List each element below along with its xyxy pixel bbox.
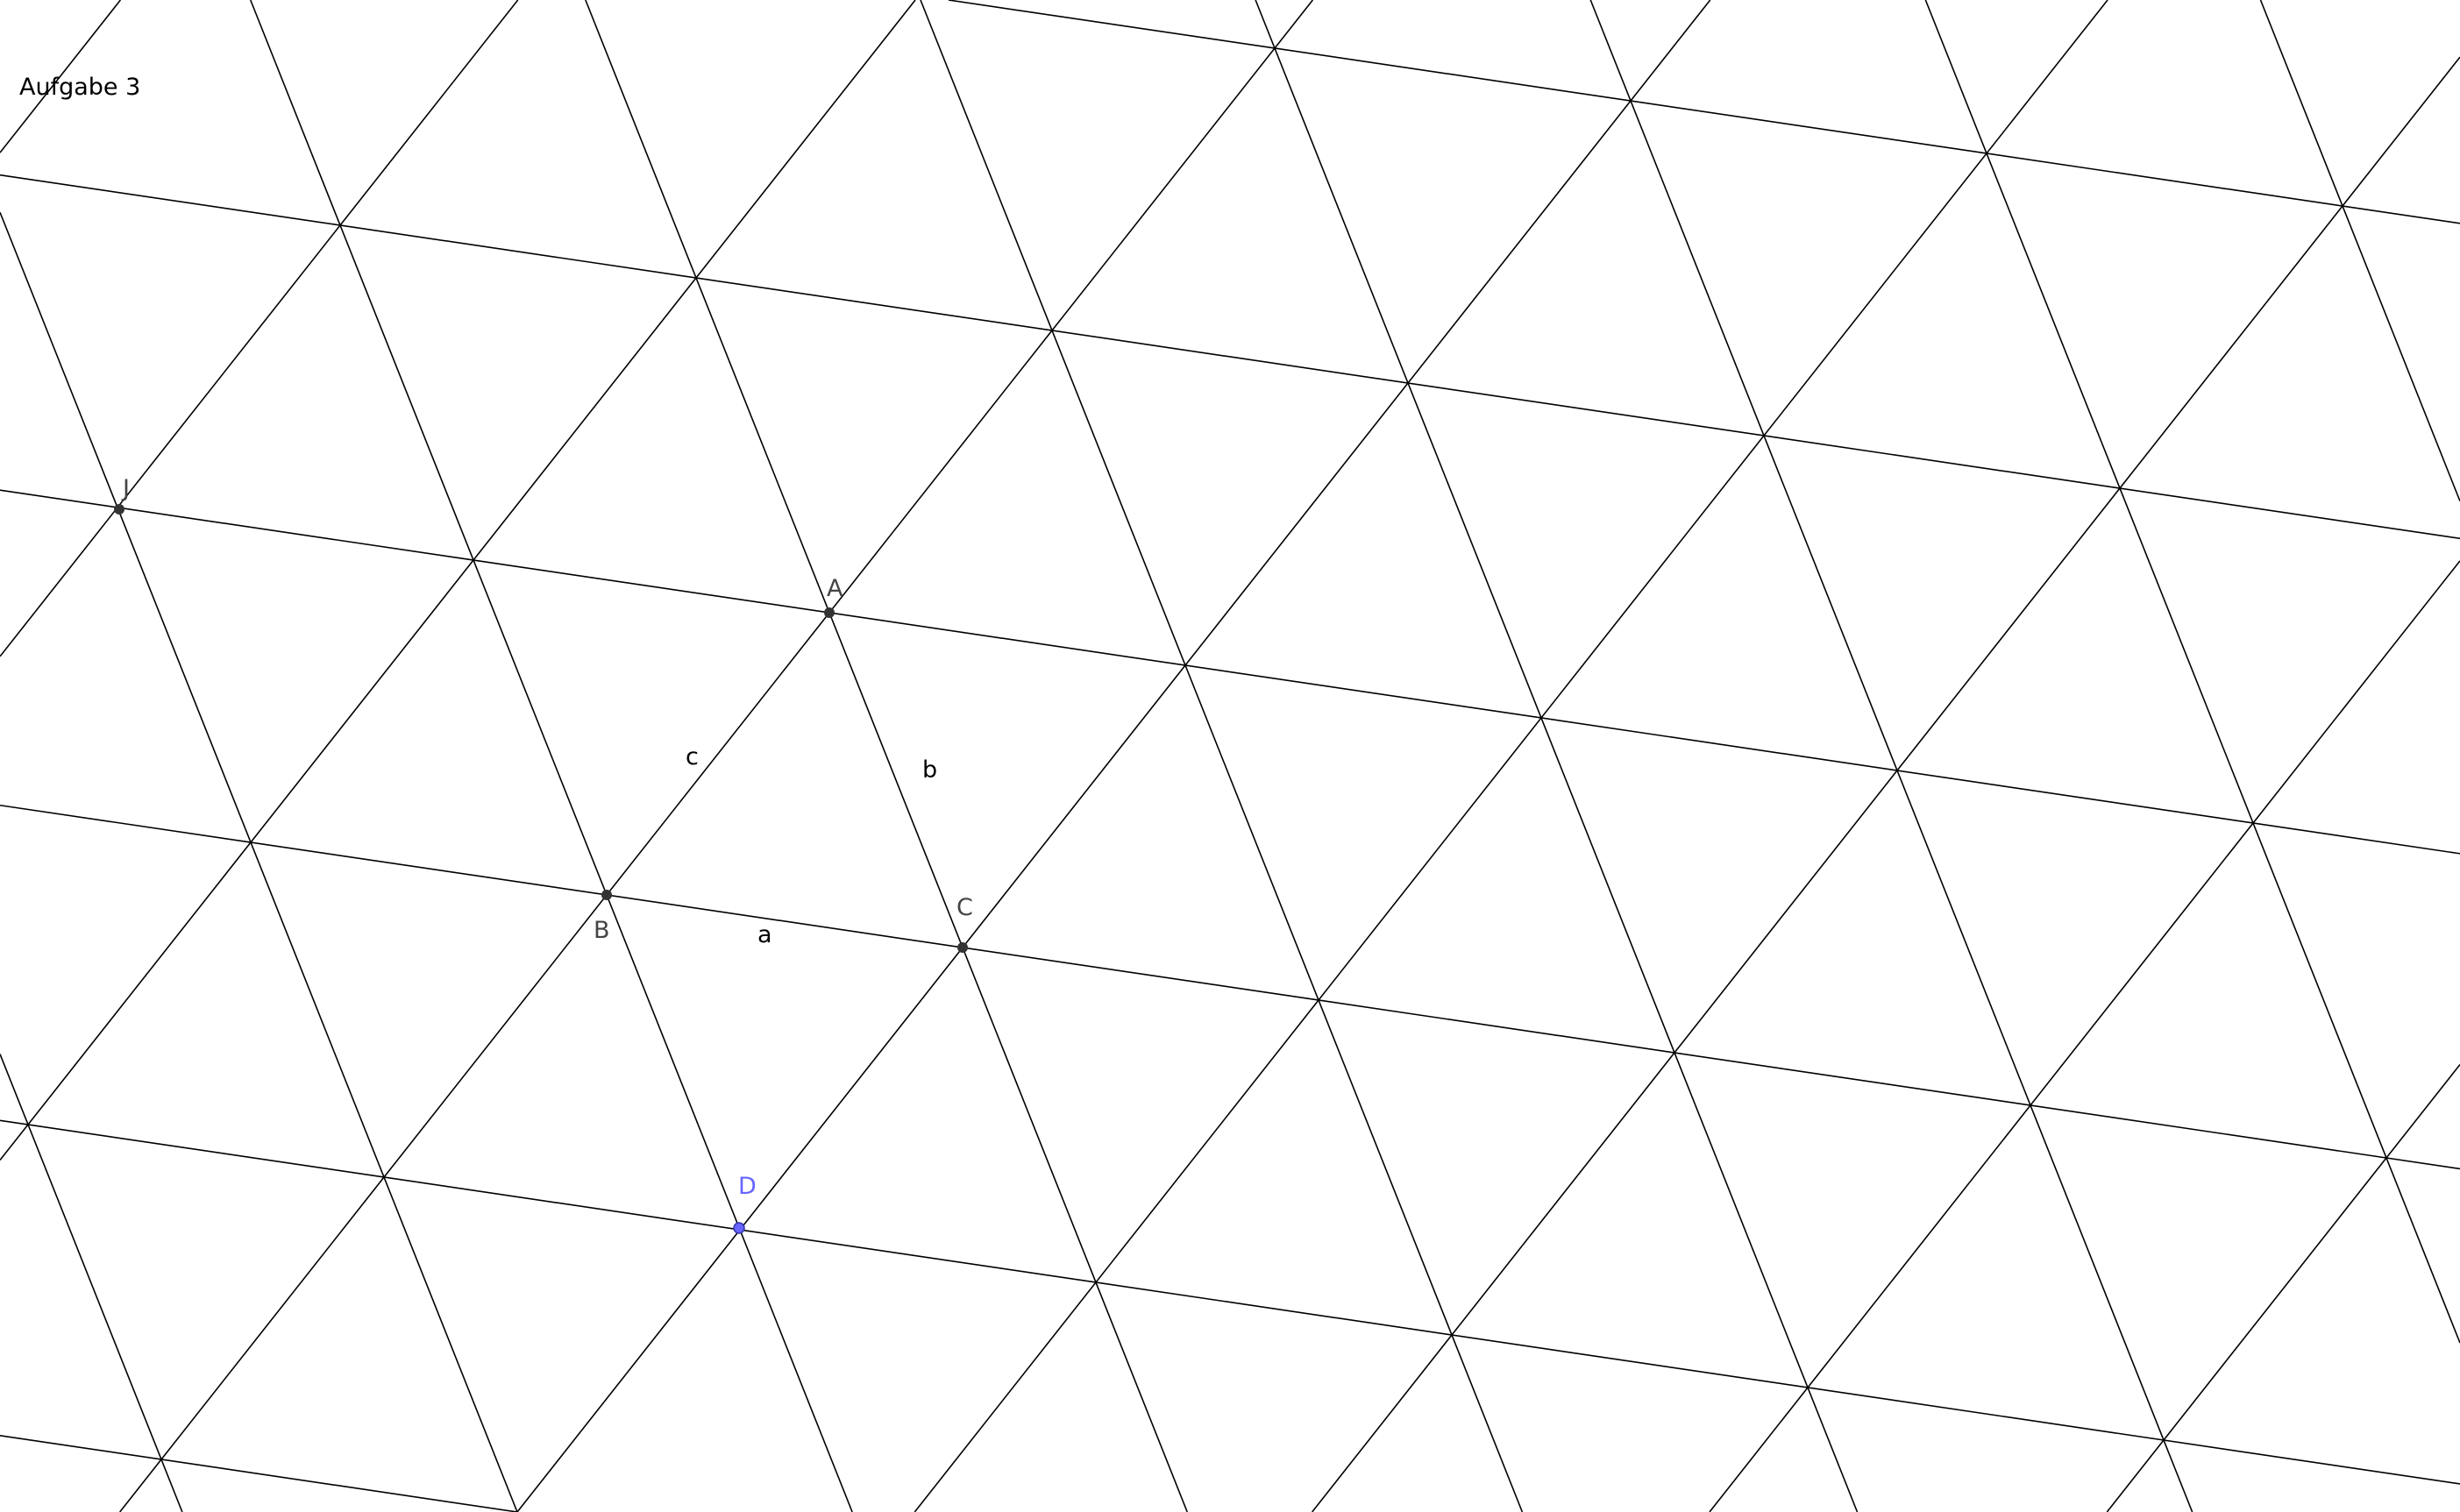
line-family-2-line — [0, 0, 519, 657]
line-family-2-line — [914, 0, 2108, 1512]
line-family-2-line — [0, 0, 916, 1161]
line-family-3-line — [2259, 0, 2460, 502]
line-family-2-line — [1709, 560, 2460, 1512]
line-family-2-line — [1312, 56, 2460, 1512]
line-family-2-line — [119, 0, 1314, 1512]
point-A[interactable] — [824, 607, 835, 618]
line-family-2-line — [0, 0, 122, 153]
line-family-3-line — [920, 0, 1524, 1512]
segment-label-b: b — [922, 756, 937, 784]
points-layer — [114, 504, 968, 1234]
line-family-3-line — [1924, 0, 2460, 1344]
labels-layer: J A B C D a b c — [121, 475, 973, 1200]
point-label-A: A — [827, 575, 843, 602]
line-family-3-line — [0, 1054, 183, 1512]
point-label-C: C — [956, 894, 973, 921]
point-label-J: J — [121, 475, 130, 502]
segment-label-a: a — [757, 921, 772, 948]
line-family-1-line — [0, 174, 2460, 540]
line-family-1-line — [948, 0, 2460, 224]
point-label-B: B — [594, 917, 610, 944]
line-family-3-line — [1255, 0, 1859, 1512]
line-family-3-line — [249, 0, 853, 1512]
line-family-3-line — [1589, 0, 2193, 1512]
point-label-D: D — [738, 1173, 757, 1200]
point-C[interactable] — [957, 942, 968, 953]
line-family-1-line — [0, 489, 2460, 855]
point-D[interactable] — [733, 1222, 745, 1234]
point-B[interactable] — [601, 890, 612, 900]
line-family-2-line — [2106, 1064, 2460, 1512]
segment-label-c: c — [686, 743, 699, 770]
line-family-1-line — [0, 1119, 2460, 1485]
line-family-3-line — [585, 0, 1188, 1512]
point-J[interactable] — [114, 504, 124, 515]
line-family-1-line — [0, 804, 2460, 1170]
line-family-3-line — [0, 211, 518, 1512]
line-family-1-line — [0, 1435, 518, 1512]
line-family-2-line — [516, 0, 1711, 1512]
page-title: Aufgabe 3 — [19, 74, 141, 101]
